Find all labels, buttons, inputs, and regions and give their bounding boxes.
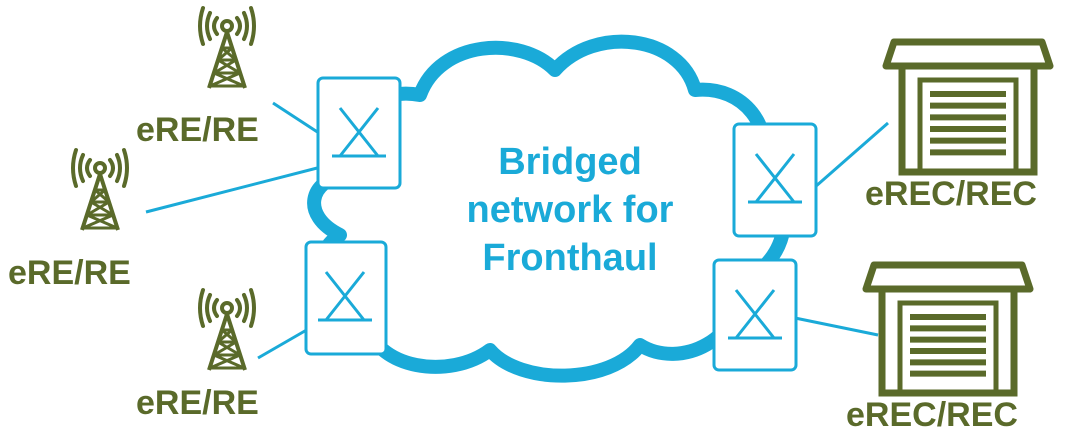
link-re1-switch1 (272, 101, 323, 137)
antenna-tower-icon (71, 148, 129, 231)
bridge-switch-icon (304, 240, 388, 356)
bridge-switch-icon (732, 122, 818, 238)
radio-equipment-towers (71, 6, 256, 371)
bridge-switch-icon (712, 258, 798, 372)
bridge-switch-icon (316, 76, 402, 190)
link-re3-switch2 (257, 326, 311, 360)
antenna-tower-icon (198, 6, 256, 89)
switches (304, 76, 818, 372)
rec-label-2: eREC/REC (846, 396, 1018, 434)
link-switch4-rec2 (794, 316, 879, 337)
garage-controller-icon (882, 38, 1054, 176)
link-switch3-rec1 (814, 121, 889, 189)
cloud-label-line-1: Bridged (498, 141, 642, 183)
cloud-label-line-2: network for (466, 189, 674, 231)
garage-controller-icon (862, 261, 1034, 397)
re-label-3: eRE/RE (136, 384, 259, 422)
rec-label-1: eREC/REC (865, 175, 1037, 213)
cloud-label: Bridged network for Fronthaul (420, 138, 720, 282)
link-re2-switch1 (145, 164, 326, 214)
radio-controllers (862, 38, 1054, 397)
cloud-label-line-3: Fronthaul (482, 237, 658, 279)
links (145, 101, 889, 360)
re-label-2: eRE/RE (8, 254, 131, 292)
re-label-1: eRE/RE (136, 111, 259, 149)
antenna-tower-icon (198, 288, 256, 371)
